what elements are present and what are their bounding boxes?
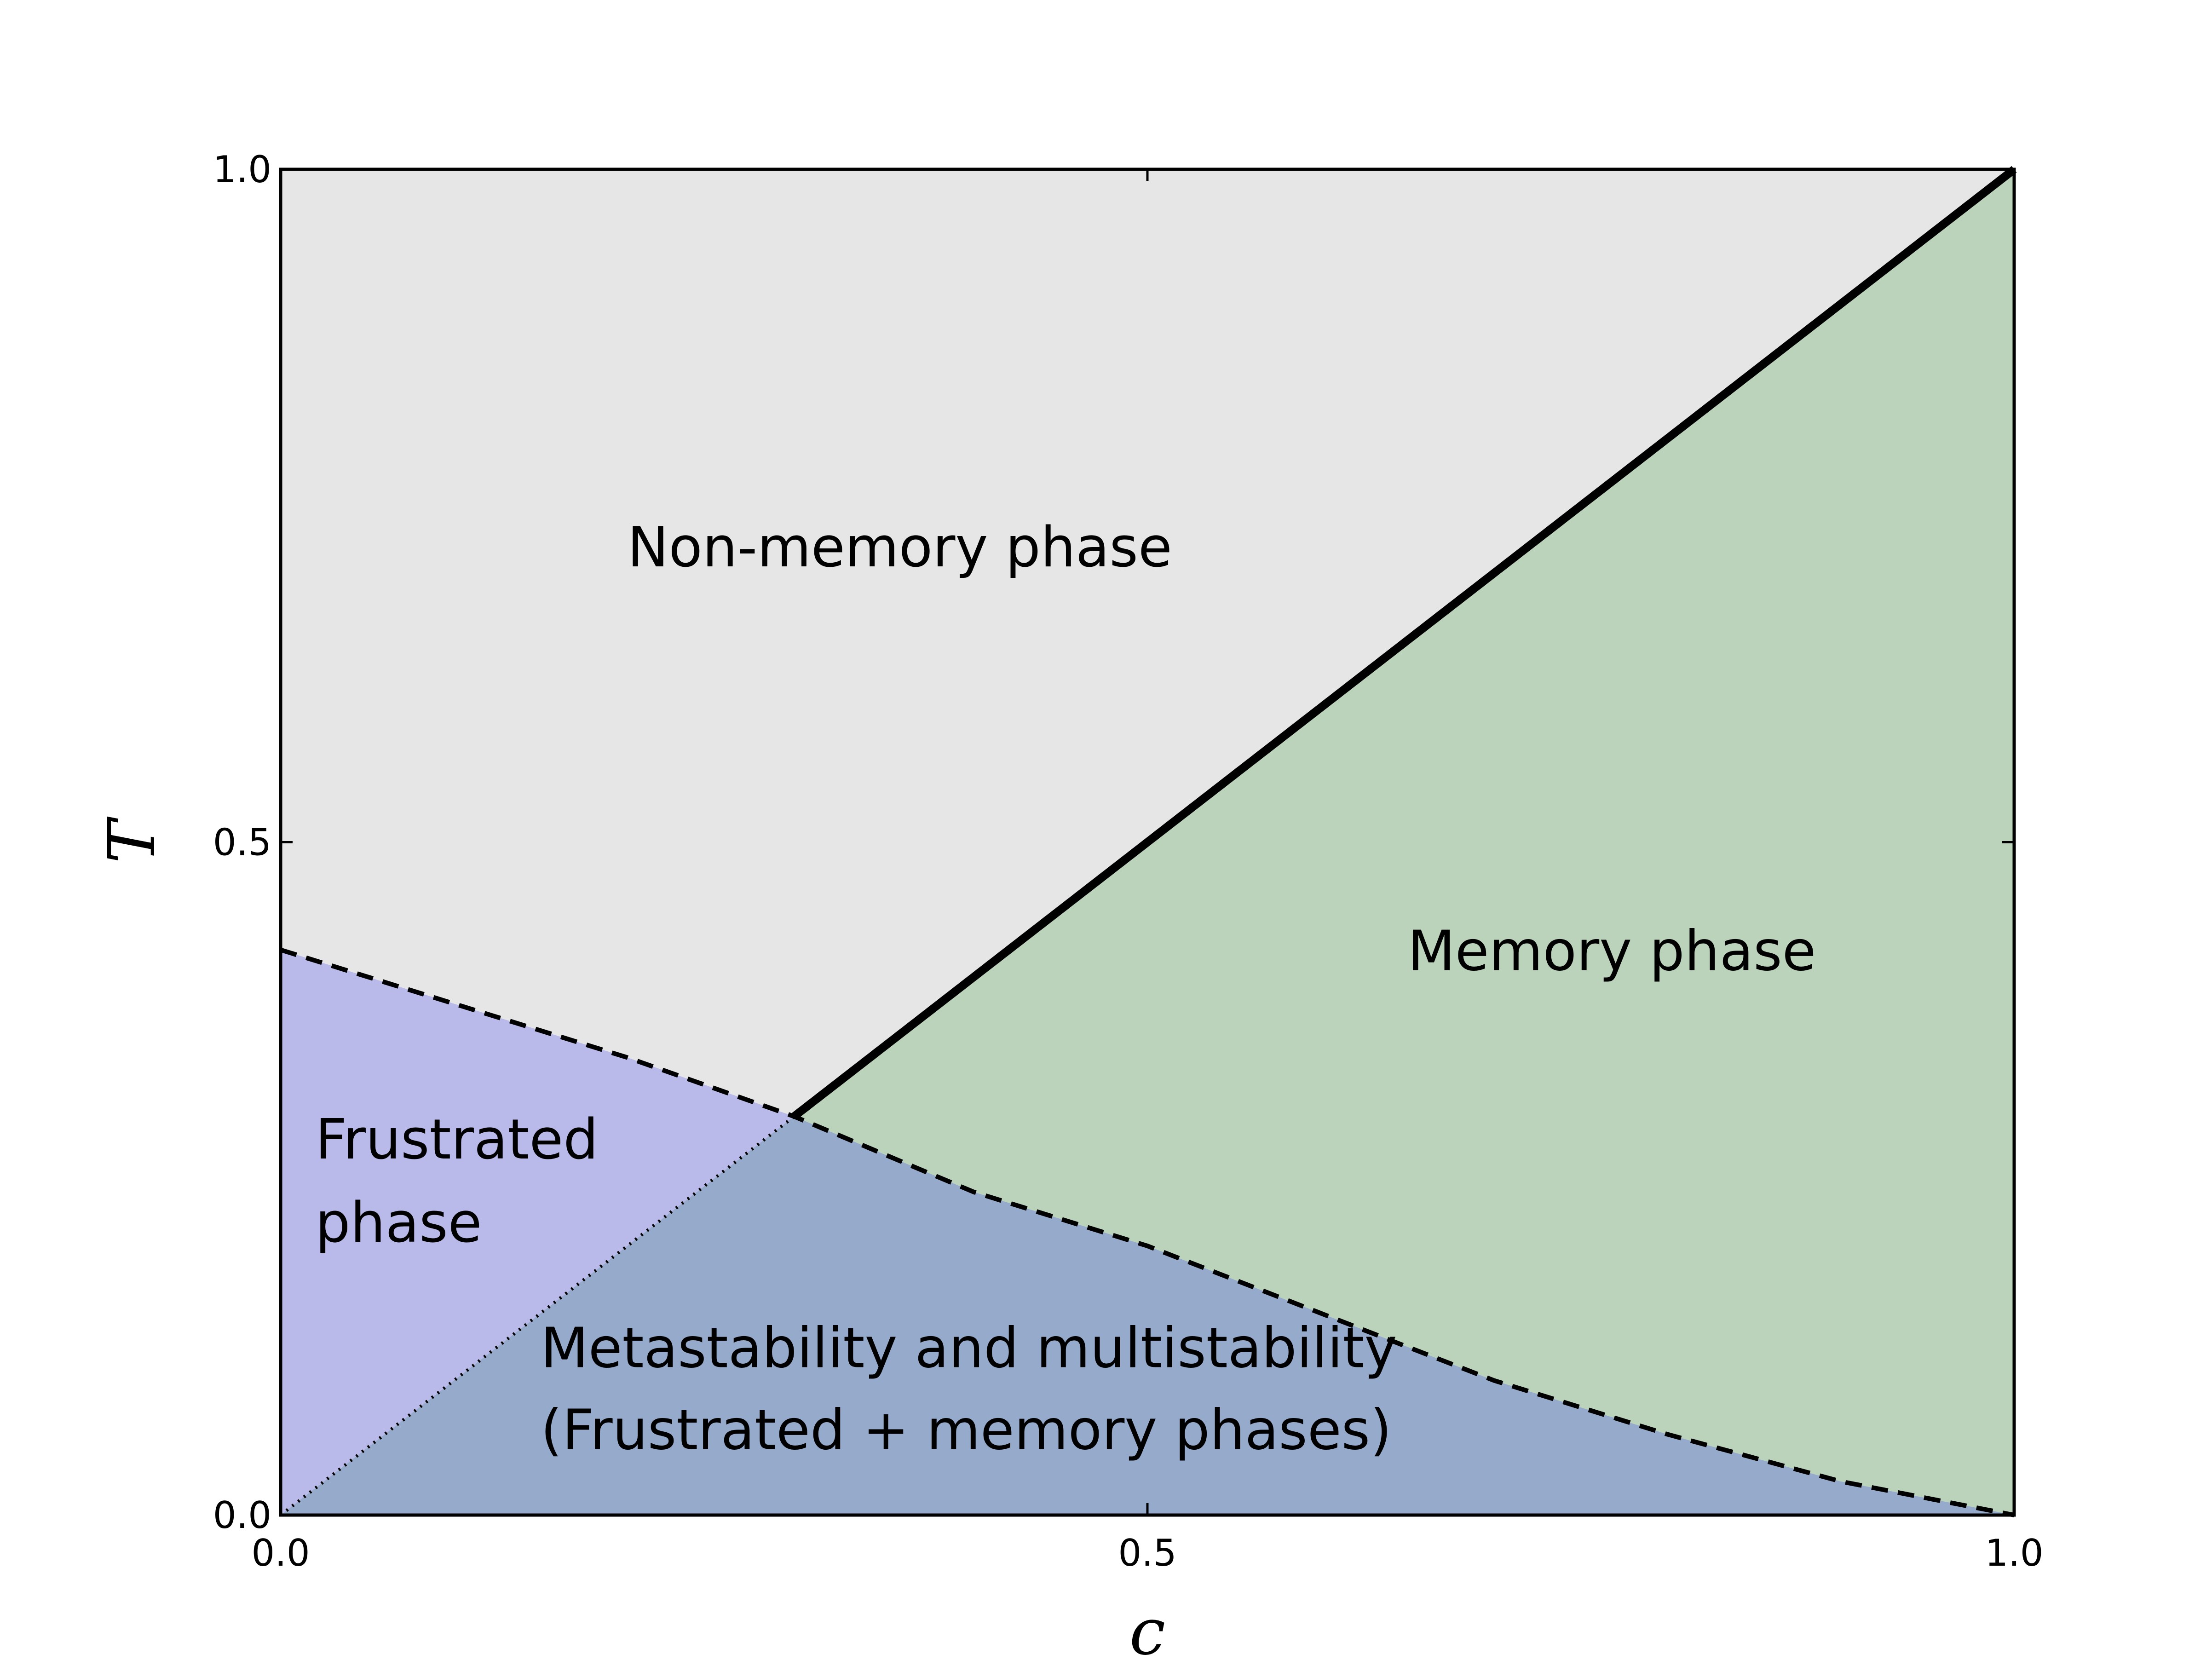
memory-region [794, 169, 2014, 1515]
region-label: (Frustrated + memory phases) [541, 1399, 1392, 1463]
x-axis-label: c [1129, 1595, 1165, 1660]
metastability-region [281, 1116, 2014, 1515]
region-label: Frustrated [315, 1108, 598, 1172]
frustrated-region [281, 950, 795, 1515]
y-axis-label: T [95, 817, 170, 864]
axis-ticks: 0.0 0.5 1.0 0.0 0.5 1.0 [213, 148, 2044, 1574]
memory-transition-line [791, 166, 2017, 1120]
region-label: Metastability and multistability [541, 1316, 1397, 1380]
x-tick-label: 0.0 [251, 1532, 310, 1574]
region-label: Memory phase [1407, 919, 1816, 983]
y-tick-label: 1.0 [213, 148, 271, 191]
region-label: Non-memory phase [628, 516, 1172, 580]
metastability-boundary-line [279, 1115, 795, 1516]
region-label: phase [315, 1191, 482, 1255]
x-tick-label: 1.0 [1985, 1532, 2043, 1574]
y-tick-label: 0.0 [213, 1494, 271, 1537]
x-tick-label: 0.5 [1118, 1532, 1176, 1574]
frustrated-transition-line [280, 947, 2015, 1517]
phase-boundaries [279, 166, 2017, 1517]
y-tick-label: 0.5 [213, 821, 271, 864]
